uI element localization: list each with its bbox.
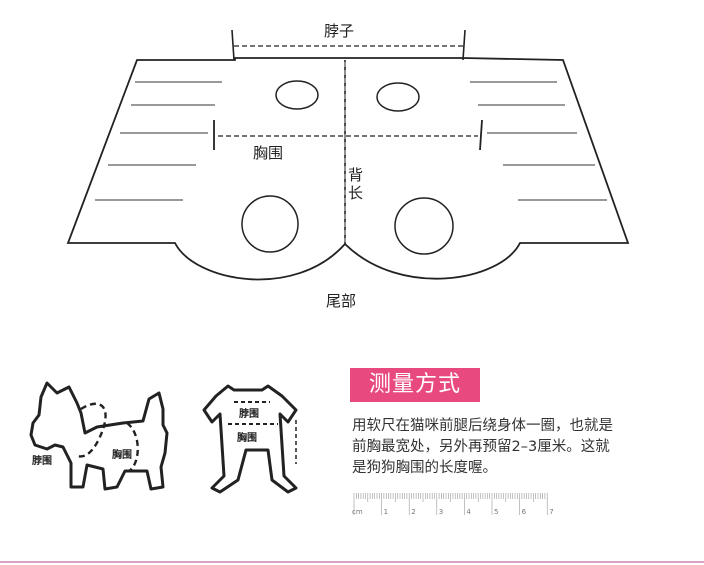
measure-description: 用软尺在猫咪前腿后绕身体一圈，也就是 前胸最宽处，另外再预留2–3厘米。这就 是… — [352, 416, 672, 479]
measure-line: 是狗狗胸围的长度喔。 — [352, 460, 497, 476]
chest-label: 胸围 — [251, 142, 286, 163]
ruler-unit-label: cm — [352, 508, 363, 516]
measure-line: 用软尺在猫咪前腿后绕身体一圈，也就是 — [352, 418, 613, 434]
right-stripes — [470, 81, 607, 201]
ruler-tick-label: 2 — [411, 508, 416, 516]
garment-figure — [202, 384, 298, 494]
bottom-divider — [0, 561, 704, 563]
left-stripes — [95, 81, 222, 201]
measure-line: 前胸最宽处，另外再预留2–3厘米。这就 — [352, 439, 610, 455]
dog-chest-dashed — [126, 422, 139, 472]
right-leg-hole-small — [376, 82, 420, 112]
dog-figure — [29, 381, 169, 491]
tail-label: 尾部 — [326, 292, 357, 310]
garment-neck-label: 脖围 — [239, 409, 259, 420]
left-leg-hole-small — [275, 80, 319, 110]
ruler-tick-label: 1 — [383, 508, 389, 516]
ruler-tick-label: 7 — [549, 508, 554, 516]
ruler-ticks — [353, 493, 548, 515]
ruler-tick-label: 5 — [494, 508, 499, 516]
ruler: cm 1 2 3 4 5 6 7 — [352, 493, 554, 519]
ruler-tick-label: 4 — [466, 508, 471, 516]
left-leg-hole-large — [241, 195, 299, 253]
ruler-tick-label: 3 — [438, 508, 444, 516]
ruler-tick-label: 6 — [521, 508, 527, 516]
measure-title: 测量方式 — [350, 368, 480, 402]
dog-chest-label: 胸围 — [112, 450, 132, 461]
back-length-label: 背长 — [348, 166, 364, 202]
garment-chest-label: 胸围 — [237, 433, 257, 444]
neck-label: 脖子 — [324, 22, 355, 40]
dog-neck-dashed — [74, 402, 107, 458]
dog-neck-label: 脖围 — [32, 456, 52, 467]
right-leg-hole-large — [394, 197, 454, 255]
